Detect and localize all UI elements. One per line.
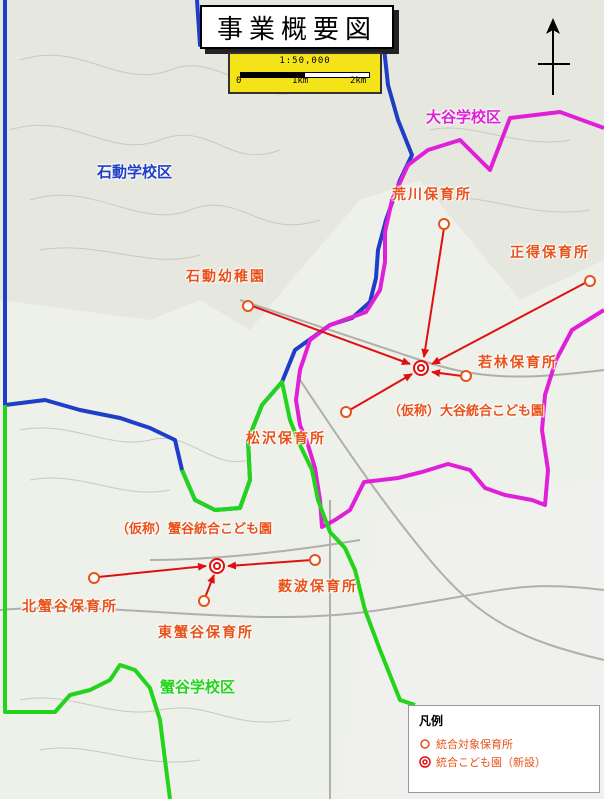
circle-icon	[420, 739, 430, 749]
matsuzawa-label: 松沢保育所	[246, 431, 326, 447]
legend-item-facility: 統合対象保育所	[419, 736, 513, 752]
kitakanitani-label: 北蟹谷保育所	[22, 599, 118, 615]
north-arrow-icon	[538, 18, 570, 95]
map-title-text: 事業概要図	[216, 14, 377, 45]
scale-tick-0: 0	[236, 76, 242, 86]
legend-item-integrated: 統合こども園（新設）	[419, 754, 546, 770]
arrow-yabunami	[227, 559, 313, 570]
yabunami-marker	[309, 554, 321, 566]
ishidou-marker	[242, 300, 254, 312]
wakabayashi-label: 若林保育所	[478, 355, 558, 371]
scale-tick-1km: 1km	[292, 76, 309, 86]
arrow-shoutoku	[431, 282, 586, 365]
ishidou-district-boundary	[3, 0, 414, 512]
arrow-arakawa	[421, 227, 445, 358]
arrow-ishidou	[251, 305, 411, 365]
ootani-integrated-label: （仮称）大谷統合こども園	[388, 404, 545, 419]
arrow-kitakanitani	[97, 562, 207, 578]
yabunami-label: 薮波保育所	[278, 579, 358, 595]
legend-item-label: 統合対象保育所	[436, 738, 513, 751]
double-circle-icon	[419, 756, 431, 768]
ootani-district-label: 大谷学校区	[426, 108, 502, 126]
ootani-integrated-marker	[413, 360, 429, 376]
arrow-wakabayashi	[431, 369, 463, 378]
kanitani-district-boundary	[3, 380, 416, 799]
legend-item-label: 統合こども園（新設）	[436, 756, 546, 769]
shoutoku-marker	[584, 275, 596, 287]
kanitani-integrated-label: （仮称）蟹谷統合こども園	[116, 522, 273, 537]
arrow-matsuzawa	[347, 373, 413, 412]
higashikanitani-marker	[198, 595, 210, 607]
legend: 凡例 統合対象保育所 統合こども園（新設）	[408, 705, 600, 793]
kitakanitani-marker	[88, 572, 100, 584]
scale-bar	[240, 72, 370, 78]
ishidou-district-label: 石動学校区	[97, 163, 173, 181]
shoutoku-label: 正得保育所	[510, 245, 590, 261]
ootani-district-boundary	[294, 110, 604, 529]
kanitani-integrated-marker	[209, 558, 225, 574]
scale-tick-2km: 2km	[350, 76, 367, 86]
legend-title: 凡例	[419, 714, 444, 728]
ishidou-label: 石動幼稚園	[186, 269, 266, 285]
higashikanitani-label: 東蟹谷保育所	[158, 625, 254, 641]
map-title: 事業概要図	[200, 5, 394, 49]
arakawa-marker	[438, 218, 450, 230]
arakawa-label: 荒川保育所	[392, 187, 472, 203]
kanitani-district-label: 蟹谷学校区	[160, 678, 236, 696]
scale-ratio: 1:50,000	[279, 56, 331, 66]
wakabayashi-marker	[460, 370, 472, 382]
matsuzawa-marker	[340, 406, 352, 418]
scale-bar-box: 1:50,000 0 1km 2km	[228, 52, 382, 94]
